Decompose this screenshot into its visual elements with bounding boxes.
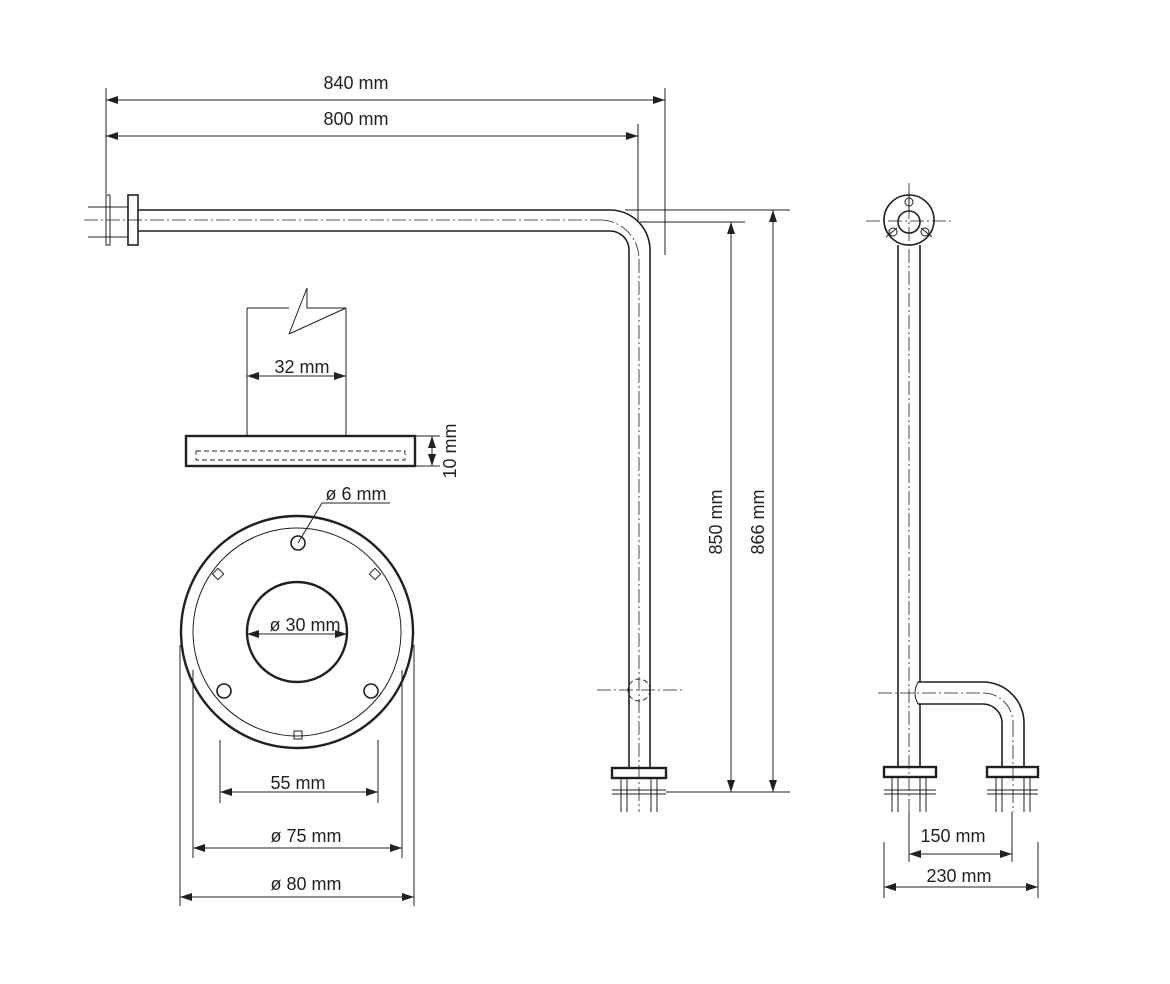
screw-hole-right [363,683,379,699]
plate-outer [179,514,415,750]
dim-80-label: ø 80 mm [270,874,341,894]
plate-section [184,434,417,468]
front-view: 150 mm 230 mm [866,183,1040,898]
dim-800-label: 800 mm [323,109,388,129]
dim-850-label: 850 mm [706,489,726,554]
dim-866-label: 866 mm [748,489,768,554]
dim-55-label: 55 mm [270,773,325,793]
break-line [288,287,346,335]
front-foot-plate-left [882,765,938,779]
dim-center-hole-label: ø 30 mm [269,615,340,635]
hidden-joint [627,678,651,702]
dim-hole-label: ø 6 mm [326,484,387,504]
dim-230-label: 230 mm [926,866,991,886]
screw-hole-top [290,535,306,551]
screw-hole-left [216,683,232,699]
dim-32-label: 32 mm [274,357,329,377]
plate-section-view: 32 mm 10 mm [184,287,460,479]
dim-150-label: 150 mm [920,826,985,846]
foot-plate [610,766,668,780]
side-view: 840 mm 800 mm 850 mm 866 mm [84,73,790,812]
dim-10-label: 10 mm [440,423,460,478]
dim-840-label: 840 mm [323,73,388,93]
dim-75-label: ø 75 mm [270,826,341,846]
front-foot-plate-right [985,765,1040,779]
branch-tube [918,681,1025,768]
plate-top-view: ø 6 mm ø 30 mm 55 mm ø 75 mm ø 80 mm [179,484,415,906]
